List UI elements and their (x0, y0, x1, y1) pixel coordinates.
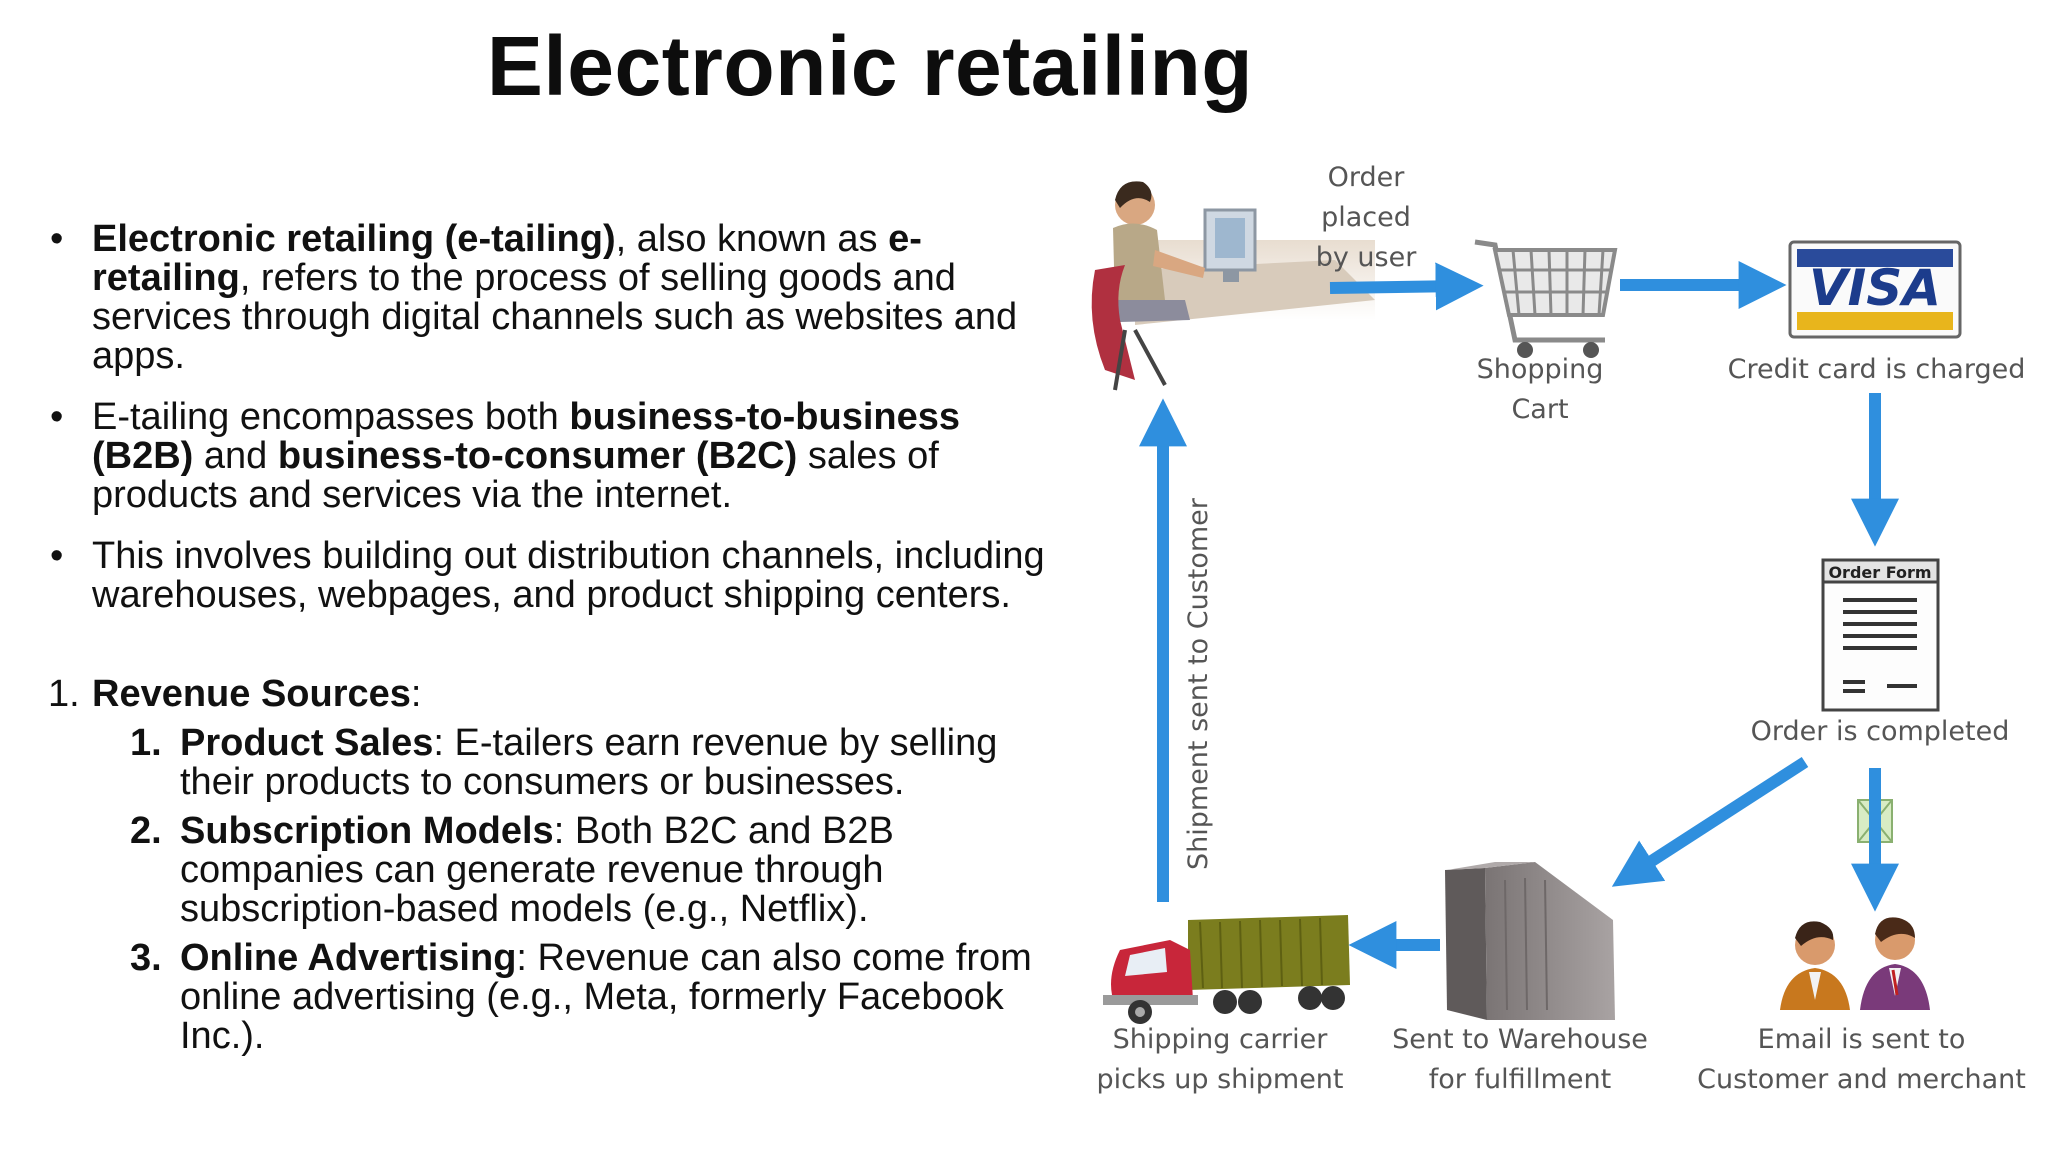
arrow-order-to-warehouse (1611, 756, 1809, 887)
revenue-heading: 1. Revenue Sources: (48, 673, 422, 715)
bullet-text: Electronic retailing (e-tailing), also k… (92, 218, 1018, 377)
diagram-graphics: VISA Order Form (1091, 181, 1962, 1024)
text-column: •Electronic retailing (e-tailing), also … (48, 220, 1048, 1066)
shopping-cart-icon (1474, 239, 1618, 358)
revenue-section: 1. Revenue Sources: 1. Product Sales: E-… (48, 675, 1048, 1056)
order-form-icon: Order Form (1821, 558, 1940, 712)
bullet-text: This involves building out distribution … (92, 535, 1045, 616)
svg-text:VISA: VISA (1809, 259, 1941, 317)
label-order-placed: Order placed by user (1315, 162, 1417, 273)
bullet-list: •Electronic retailing (e-tailing), also … (48, 220, 1048, 615)
label-email-sent: Email is sent to Customer and merchant (1697, 1024, 2026, 1095)
label-shopping-cart: Shopping Cart (1476, 354, 1604, 425)
etailing-process-diagram: VISA Order Form (1075, 150, 2048, 1120)
list-item: 1. Product Sales: E-tailers earn revenue… (130, 722, 998, 803)
flow-arrows (1139, 261, 1899, 969)
revenue-items: 1. Product Sales: E-tailers earn revenue… (130, 724, 1048, 1056)
bullet-text: E-tailing encompasses both business-to-b… (92, 396, 961, 516)
arrow-user-to-cart (1329, 262, 1484, 311)
bullet-item: •Electronic retailing (e-tailing), also … (50, 218, 1018, 377)
bullet-item: •This involves building out distribution… (50, 535, 1045, 616)
label-shipping-carrier: Shipping carrier picks up shipment (1096, 1024, 1344, 1095)
slide-title: Electronic retailing (486, 19, 1254, 113)
list-item: 3. Online Advertising: Revenue can also … (130, 937, 1032, 1057)
label-order-completed: Order is completed (1750, 716, 2010, 747)
label-credit-card-charged: Credit card is charged (1727, 354, 2026, 385)
label-sent-to-warehouse: Sent to Warehouse for fulfillment (1392, 1024, 1648, 1095)
bullet-item: •E-tailing encompasses both business-to-… (50, 396, 961, 516)
delivery-truck-icon (1103, 915, 1350, 1024)
visa-card-icon: VISA (1788, 240, 1962, 339)
user-at-computer-icon (1091, 181, 1375, 391)
label-shipment-sent: Shipment sent to Customer (1183, 498, 1214, 870)
list-item: 2. Subscription Models: Both B2C and B2B… (130, 810, 894, 930)
warehouse-icon (1445, 862, 1615, 1020)
svg-text:Order Form: Order Form (1828, 563, 1931, 582)
customer-merchant-icon (1780, 917, 1930, 1010)
